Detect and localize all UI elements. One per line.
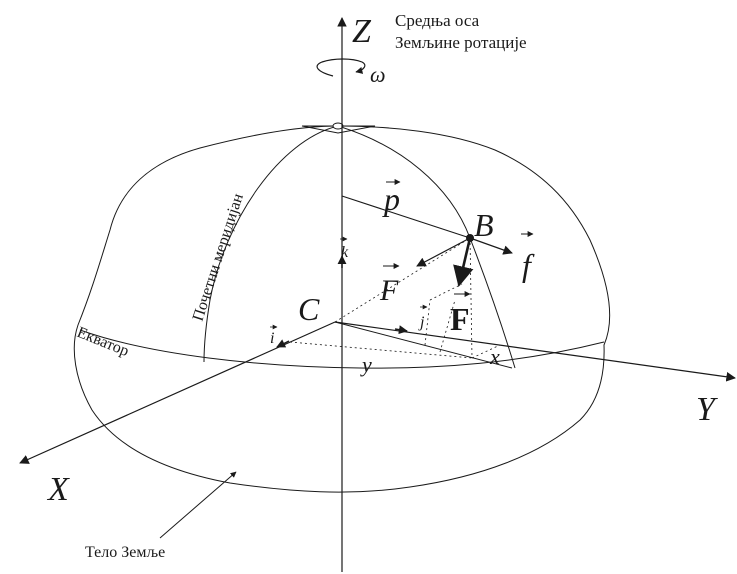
unit-i-arrow [276,339,290,348]
x-axis [19,321,336,464]
unit-k-label: k [341,244,349,261]
p-vector-line [341,195,471,239]
cb-projection-line [334,321,513,369]
coord-y-label: y [360,352,372,377]
y-axis [334,321,736,382]
dashed-y-coordinate [471,344,501,359]
earth-body-outline [73,125,611,493]
vector-overlines [270,179,534,330]
vector-F-bold-label: F [450,301,470,337]
rotation-caption-line2: Земљине ротације [395,33,527,52]
equator-label: Екватор [75,324,132,360]
dashed-c-to-b [334,237,471,323]
dashed-gravity-box-3 [439,299,456,353]
rotation-caption-line1: Средња оса [395,11,480,30]
unit-j-label: j [418,314,425,331]
omega-label: ω [370,62,386,87]
dashed-x-coordinate [289,341,473,359]
north-pole-mark [332,122,344,130]
rotation-arrow-icon [316,58,366,77]
force-f-arrow [469,237,513,255]
x-axis-label: X [46,471,70,508]
force-F-bold-arrow [453,237,474,288]
vector-f-small-label: f [522,247,535,283]
point-c-label: C [298,291,320,327]
body-label: Тело Земље [85,544,165,561]
meridian-label: Почетни меридијан [190,191,247,323]
y-axis-label: Y [696,391,718,428]
dashed-b-vertical [469,237,473,359]
meridian-through-b [337,125,516,369]
force-F-upper-arrow [416,237,471,267]
point-b-label: B [474,207,494,243]
body-pointer-line [159,471,237,539]
dashed-gravity-box-2 [429,283,463,301]
prime-meridian-line [203,125,339,363]
equator-line [79,329,605,369]
vector-p-label: p [382,181,400,217]
unit-j-arrow [394,325,408,335]
unit-i-label: i [270,330,274,347]
coord-x-label: x [489,344,500,369]
z-axis-label: Z [352,13,372,50]
vector-F-upper-label: F [379,274,399,307]
